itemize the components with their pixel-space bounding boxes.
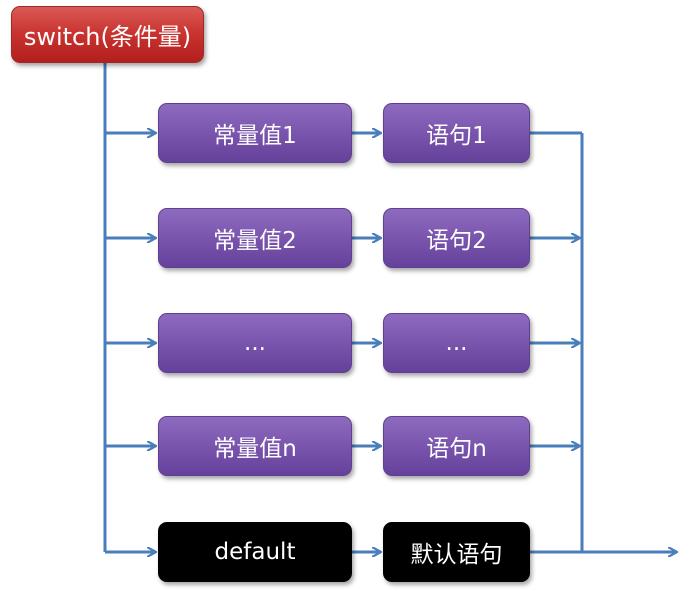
case-constant-n: 常量值n	[158, 416, 352, 476]
case-statement-2: 语句2	[383, 208, 530, 268]
case-statement-n: 语句n	[383, 416, 530, 476]
case-statement-1: 语句1	[383, 103, 530, 163]
default-statement: 默认语句	[383, 522, 530, 582]
case-constant-1: 常量值1	[158, 103, 352, 163]
default-box: default	[158, 522, 352, 582]
case-constant-2: 常量值2	[158, 208, 352, 268]
case-statement-ellipsis: ...	[383, 313, 530, 373]
switch-box: switch(条件量)	[11, 6, 204, 63]
case-constant-ellipsis: ...	[158, 313, 352, 373]
